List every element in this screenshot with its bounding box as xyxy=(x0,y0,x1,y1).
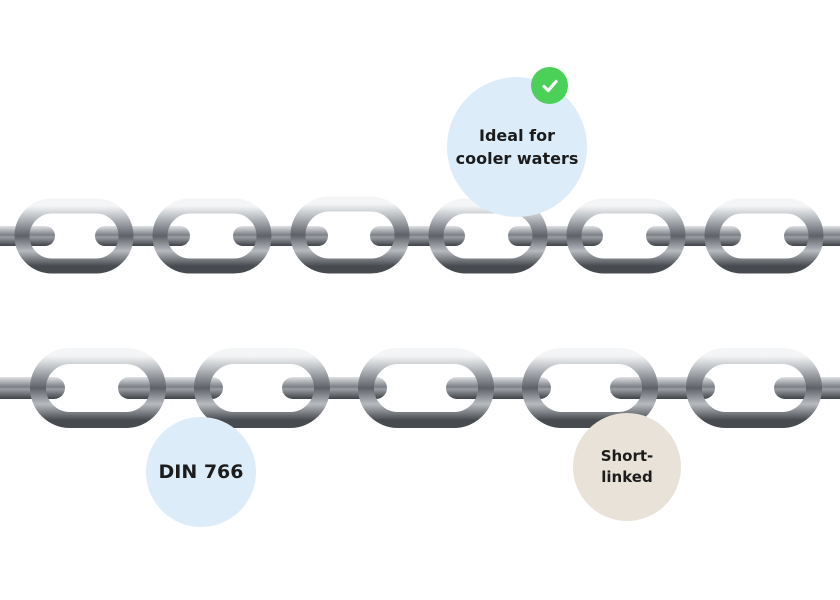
checkmark-icon xyxy=(531,67,568,104)
chain-top xyxy=(0,196,840,274)
din-766-badge: DIN 766 xyxy=(146,417,256,527)
short-badge-label: Short- linked xyxy=(600,447,654,486)
chain-bottom xyxy=(0,348,840,428)
ideal-for-cooler-waters-badge: Ideal for cooler waters xyxy=(447,77,587,217)
din-badge-label: DIN 766 xyxy=(158,461,244,483)
ideal-badge-label: Ideal for cooler waters xyxy=(455,126,579,168)
short-linked-badge: Short- linked xyxy=(573,413,681,521)
